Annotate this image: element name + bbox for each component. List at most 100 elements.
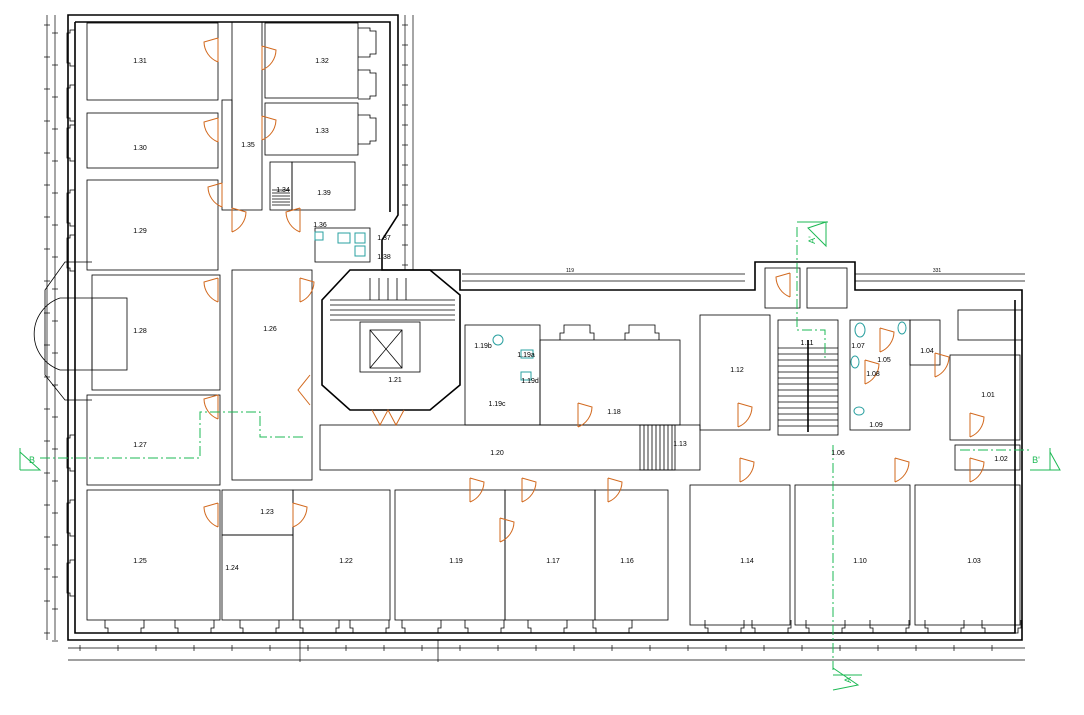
room-label: 1.25 bbox=[133, 558, 147, 565]
door-swing bbox=[879, 327, 895, 353]
room-label: 1.14 bbox=[740, 558, 754, 565]
section-label-b: B bbox=[29, 455, 35, 465]
window-bay bbox=[981, 620, 1022, 634]
room-label: 1.36 bbox=[313, 222, 327, 229]
door-swing bbox=[469, 477, 485, 503]
room-label: 1.19d bbox=[521, 378, 539, 385]
window-bays bbox=[66, 27, 1022, 634]
window-bay bbox=[66, 84, 75, 122]
folding-door bbox=[297, 374, 405, 427]
window-bay bbox=[527, 620, 568, 634]
room-label: 1.19c bbox=[488, 401, 506, 408]
dimension-lines: 119 331 bbox=[44, 15, 1025, 662]
window-bay bbox=[624, 324, 660, 340]
door-swing bbox=[261, 45, 277, 71]
room-label: 1.01 bbox=[981, 392, 995, 399]
door-swing bbox=[203, 277, 219, 303]
room-label: 1.27 bbox=[133, 442, 147, 449]
door-swing bbox=[607, 477, 623, 503]
room-label: 1.24 bbox=[225, 565, 239, 572]
window-bay bbox=[66, 499, 75, 537]
window-bay bbox=[299, 620, 340, 634]
room-label: 1.37 bbox=[377, 235, 391, 242]
window-bay bbox=[66, 234, 75, 272]
room-label: 1.13 bbox=[673, 441, 687, 448]
door-swing bbox=[261, 115, 277, 141]
bay-window bbox=[33, 261, 128, 401]
room-label: 1.16 bbox=[620, 558, 634, 565]
door-swing bbox=[894, 457, 910, 483]
room-labels: 1.31 1.32 1.33 1.30 1.35 1.34 1.39 1.36 … bbox=[133, 58, 1008, 572]
room-label: 1.04 bbox=[920, 348, 934, 355]
door-swing bbox=[285, 207, 301, 233]
door-swing bbox=[737, 402, 753, 428]
door-swing bbox=[499, 517, 515, 543]
window-bay bbox=[592, 620, 633, 634]
door-swing bbox=[207, 182, 223, 208]
door-swing bbox=[969, 412, 985, 438]
window-bay bbox=[239, 620, 280, 634]
section-label-a: A bbox=[843, 677, 853, 683]
room-label: 1.34 bbox=[276, 187, 290, 194]
door-swing bbox=[521, 477, 537, 503]
section-line-a: A' A bbox=[796, 221, 862, 691]
room-label: 1.23 bbox=[260, 509, 274, 516]
outer-walls bbox=[67, 14, 1023, 641]
window-bay bbox=[66, 559, 75, 597]
door-swing bbox=[231, 207, 247, 233]
section-label-b-prime: B' bbox=[1032, 455, 1040, 465]
room-label: 1.10 bbox=[853, 558, 867, 565]
window-bay bbox=[66, 189, 75, 227]
window-bay bbox=[349, 620, 390, 634]
door-swing bbox=[864, 359, 880, 385]
dimension-label: 331 bbox=[933, 268, 942, 274]
room-label: 1.18 bbox=[607, 409, 621, 416]
door-swing bbox=[577, 402, 593, 428]
room-label: 1.35 bbox=[241, 142, 255, 149]
room-label: 1.31 bbox=[133, 58, 147, 65]
room-label: 1.08 bbox=[866, 371, 880, 378]
sanitary-fixtures bbox=[314, 231, 907, 416]
window-bay bbox=[559, 324, 595, 340]
dimension-label: 119 bbox=[566, 268, 574, 274]
door-swing bbox=[203, 502, 219, 528]
room-label: 1.02 bbox=[994, 456, 1008, 463]
room-label: 1.12 bbox=[730, 367, 744, 374]
window-bay bbox=[401, 620, 442, 634]
door-swing bbox=[292, 502, 308, 528]
door-swing bbox=[299, 277, 315, 303]
staircase-1-13 bbox=[639, 424, 701, 471]
staircase-1-11 bbox=[777, 319, 839, 436]
doors bbox=[203, 37, 985, 543]
section-label-a-prime: A' bbox=[807, 236, 817, 244]
window-bay bbox=[358, 114, 377, 145]
window-bay bbox=[66, 124, 75, 162]
room-label: 1.22 bbox=[339, 558, 353, 565]
room-label: 1.33 bbox=[315, 128, 329, 135]
window-bay bbox=[924, 620, 965, 634]
room-label: 1.19a bbox=[517, 352, 535, 359]
window-bay bbox=[66, 434, 75, 472]
rooms bbox=[86, 21, 1023, 626]
door-swing bbox=[775, 272, 791, 298]
room-label: 1.26 bbox=[263, 326, 277, 333]
door-swing bbox=[203, 117, 219, 143]
door-swing bbox=[203, 394, 219, 420]
window-bay bbox=[104, 620, 145, 634]
window-bay bbox=[704, 620, 745, 634]
room-label: 1.19 bbox=[449, 558, 463, 565]
window-bay bbox=[358, 69, 377, 100]
window-bay bbox=[174, 620, 215, 634]
window-bay bbox=[751, 620, 792, 634]
room-label: 1.11 bbox=[800, 340, 813, 347]
door-swing bbox=[969, 457, 985, 483]
room-label: 1.38 bbox=[377, 254, 391, 261]
door-swing bbox=[934, 352, 950, 378]
room-label: 1.20 bbox=[490, 450, 504, 457]
window-bay bbox=[869, 620, 910, 634]
staircase-1-21 bbox=[321, 269, 461, 411]
room-label: 1.30 bbox=[133, 145, 147, 152]
room-label: 1.19b bbox=[474, 343, 492, 350]
staircase-1-34 bbox=[272, 189, 290, 206]
